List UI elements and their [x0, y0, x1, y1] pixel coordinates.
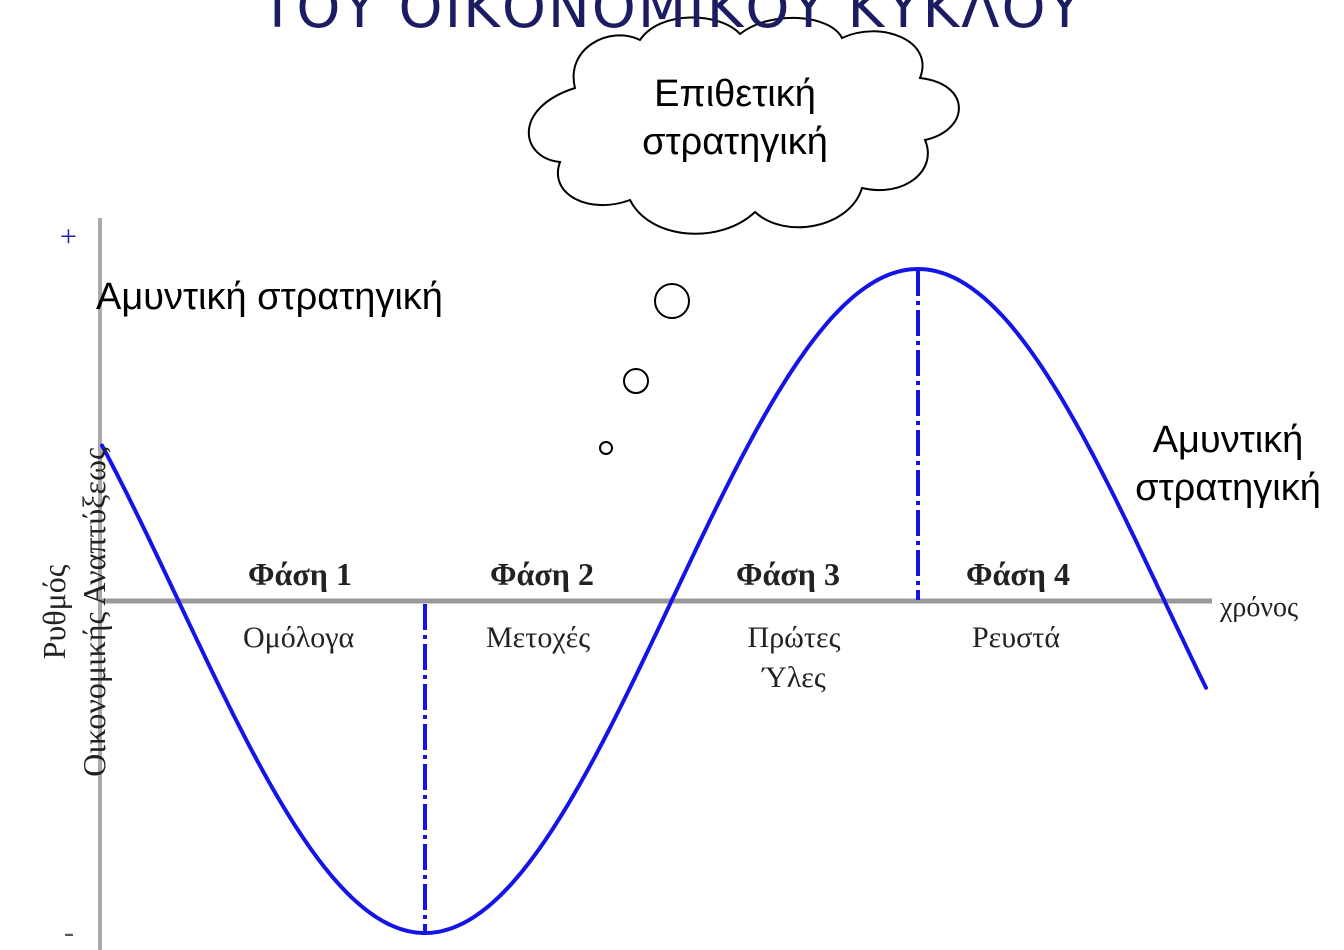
- phase-3-label: Φάση 3: [736, 556, 840, 592]
- offensive-strategy-label: Επιθετική στρατηγική: [605, 70, 865, 166]
- phase-3-asset-line1: Πρώτες: [747, 621, 841, 654]
- economic-cycle-curve: [100, 267, 1208, 935]
- thought-bubble-large: [654, 283, 690, 319]
- diagram-title: ΤΟΥ ΟΙΚΟΝΟΜΙΚΟΥ ΚΥΚΛΟΥ: [260, 0, 1084, 41]
- phase-4-asset: Ρευστά: [972, 621, 1061, 654]
- phase-3-asset: Πρώτες Ύλες: [736, 618, 852, 698]
- phase-4-label: Φάση 4: [966, 556, 1070, 592]
- offensive-strategy-line1: Επιθετική: [654, 73, 816, 115]
- phase-2-asset: Μετοχές: [486, 621, 591, 654]
- phase-1-label: Φάση 1: [248, 556, 352, 592]
- y-axis-plus: +: [60, 220, 77, 253]
- y-axis-label-line2: Οικονομικής Αναπτύξεως: [76, 447, 112, 777]
- defensive-strategy-left: Αμυντική στρατηγική: [96, 276, 443, 318]
- phase-2-label: Φάση 2: [490, 556, 594, 592]
- x-axis-label: χρόνος: [1220, 592, 1299, 623]
- thought-bubble-medium: [623, 368, 649, 394]
- y-axis-label-line1: Ρυθμός: [36, 564, 72, 660]
- phase-1-asset: Ομόλογα: [243, 621, 355, 654]
- y-axis-label: Ρυθμός Οικονομικής Αναπτύξεως: [34, 447, 114, 776]
- defensive-right-line2: στρατηγική: [1135, 467, 1321, 509]
- defensive-right-line1: Αμυντική: [1152, 419, 1304, 461]
- offensive-strategy-line2: στρατηγική: [642, 121, 828, 163]
- phase-3-asset-line2: Ύλες: [762, 661, 826, 694]
- thought-bubble-small: [599, 441, 613, 455]
- thought-cloud: [527, 16, 960, 235]
- y-axis-minus: -: [64, 916, 74, 949]
- defensive-strategy-right: Αμυντική στρατηγική: [1108, 416, 1344, 512]
